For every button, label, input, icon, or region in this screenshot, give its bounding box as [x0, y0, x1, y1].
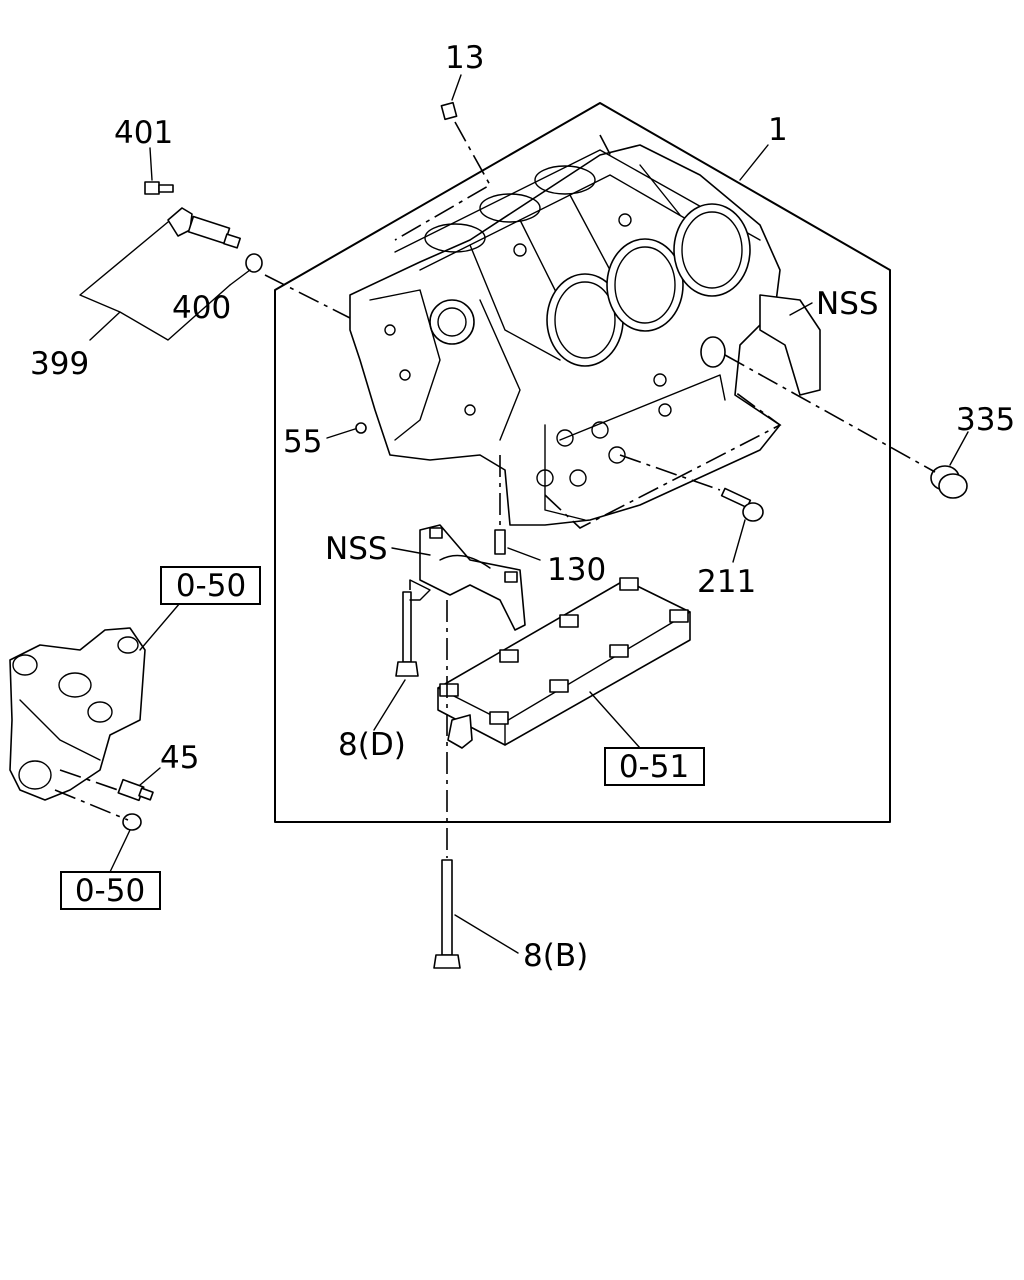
leader-130 [507, 547, 541, 561]
leader-nss-right [789, 302, 813, 316]
dashline-45 [59, 769, 119, 791]
leader-050-bottom [109, 829, 131, 873]
leader-13 [451, 74, 462, 101]
ref-box-0-50-bottom[interactable]: 0-50 [60, 871, 161, 910]
dashline-211 [619, 454, 721, 491]
part-401-bolt [144, 181, 174, 195]
dashline-13 [394, 121, 492, 241]
callout-13: 13 [445, 40, 484, 76]
part-8b-bolt [433, 859, 461, 969]
leader-8d [373, 679, 406, 731]
part-211-bolt [720, 487, 764, 522]
dashline-211-b [544, 391, 782, 529]
part-130-dowel [494, 529, 506, 555]
callout-400: 400 [172, 290, 231, 326]
dashline-050 [54, 789, 129, 821]
callout-nss-right: NSS [816, 286, 879, 322]
leader-nss-left [391, 547, 431, 601]
part-45-sensor [117, 778, 154, 802]
callout-211: 211 [697, 564, 756, 600]
part-400-o-ring [245, 253, 263, 273]
bearing-beam [437, 577, 691, 749]
leader-399 [79, 221, 231, 341]
part-399-sensor [167, 207, 242, 249]
dashline-13-b [599, 134, 613, 159]
callout-55: 55 [283, 424, 322, 460]
bearing-cap [419, 524, 526, 631]
leader-45 [139, 767, 161, 786]
part-335-plug [930, 465, 968, 499]
part-55-plug [355, 422, 367, 434]
leader-55 [326, 428, 356, 439]
callout-335: 335 [956, 402, 1015, 438]
ref-0-50-top-label: 0-50 [176, 568, 246, 604]
callout-8d: 8(D) [338, 727, 406, 763]
oil-filter-adapter [9, 627, 146, 801]
callout-8b: 8(B) [523, 938, 588, 974]
ref-box-0-50-top[interactable]: 0-50 [160, 566, 261, 605]
ref-0-50-bottom-label: 0-50 [75, 873, 145, 909]
leader-400 [229, 269, 251, 286]
callout-nss-left: NSS [325, 531, 388, 567]
leader-050-top [139, 602, 181, 651]
part-8d-bolt [395, 591, 419, 677]
callout-45: 45 [160, 740, 199, 776]
assembly-boundary [274, 102, 891, 823]
leader-401 [149, 147, 153, 181]
ref-0-51-label: 0-51 [619, 749, 689, 785]
callout-399: 399 [30, 346, 89, 382]
callout-130: 130 [547, 552, 606, 588]
part-13-dowel [440, 101, 458, 121]
leader-1 [739, 144, 769, 181]
dashline-400 [264, 274, 351, 319]
part-0-50-nut [122, 813, 142, 831]
callout-401: 401 [114, 115, 173, 151]
dashline-335 [724, 354, 936, 473]
leader-051 [589, 691, 641, 749]
leader-335 [949, 431, 969, 466]
ref-box-0-51[interactable]: 0-51 [604, 747, 705, 786]
callout-1: 1 [768, 112, 788, 148]
cylinder-block [349, 144, 821, 526]
leader-211 [732, 519, 746, 563]
leader-8b [454, 914, 519, 954]
